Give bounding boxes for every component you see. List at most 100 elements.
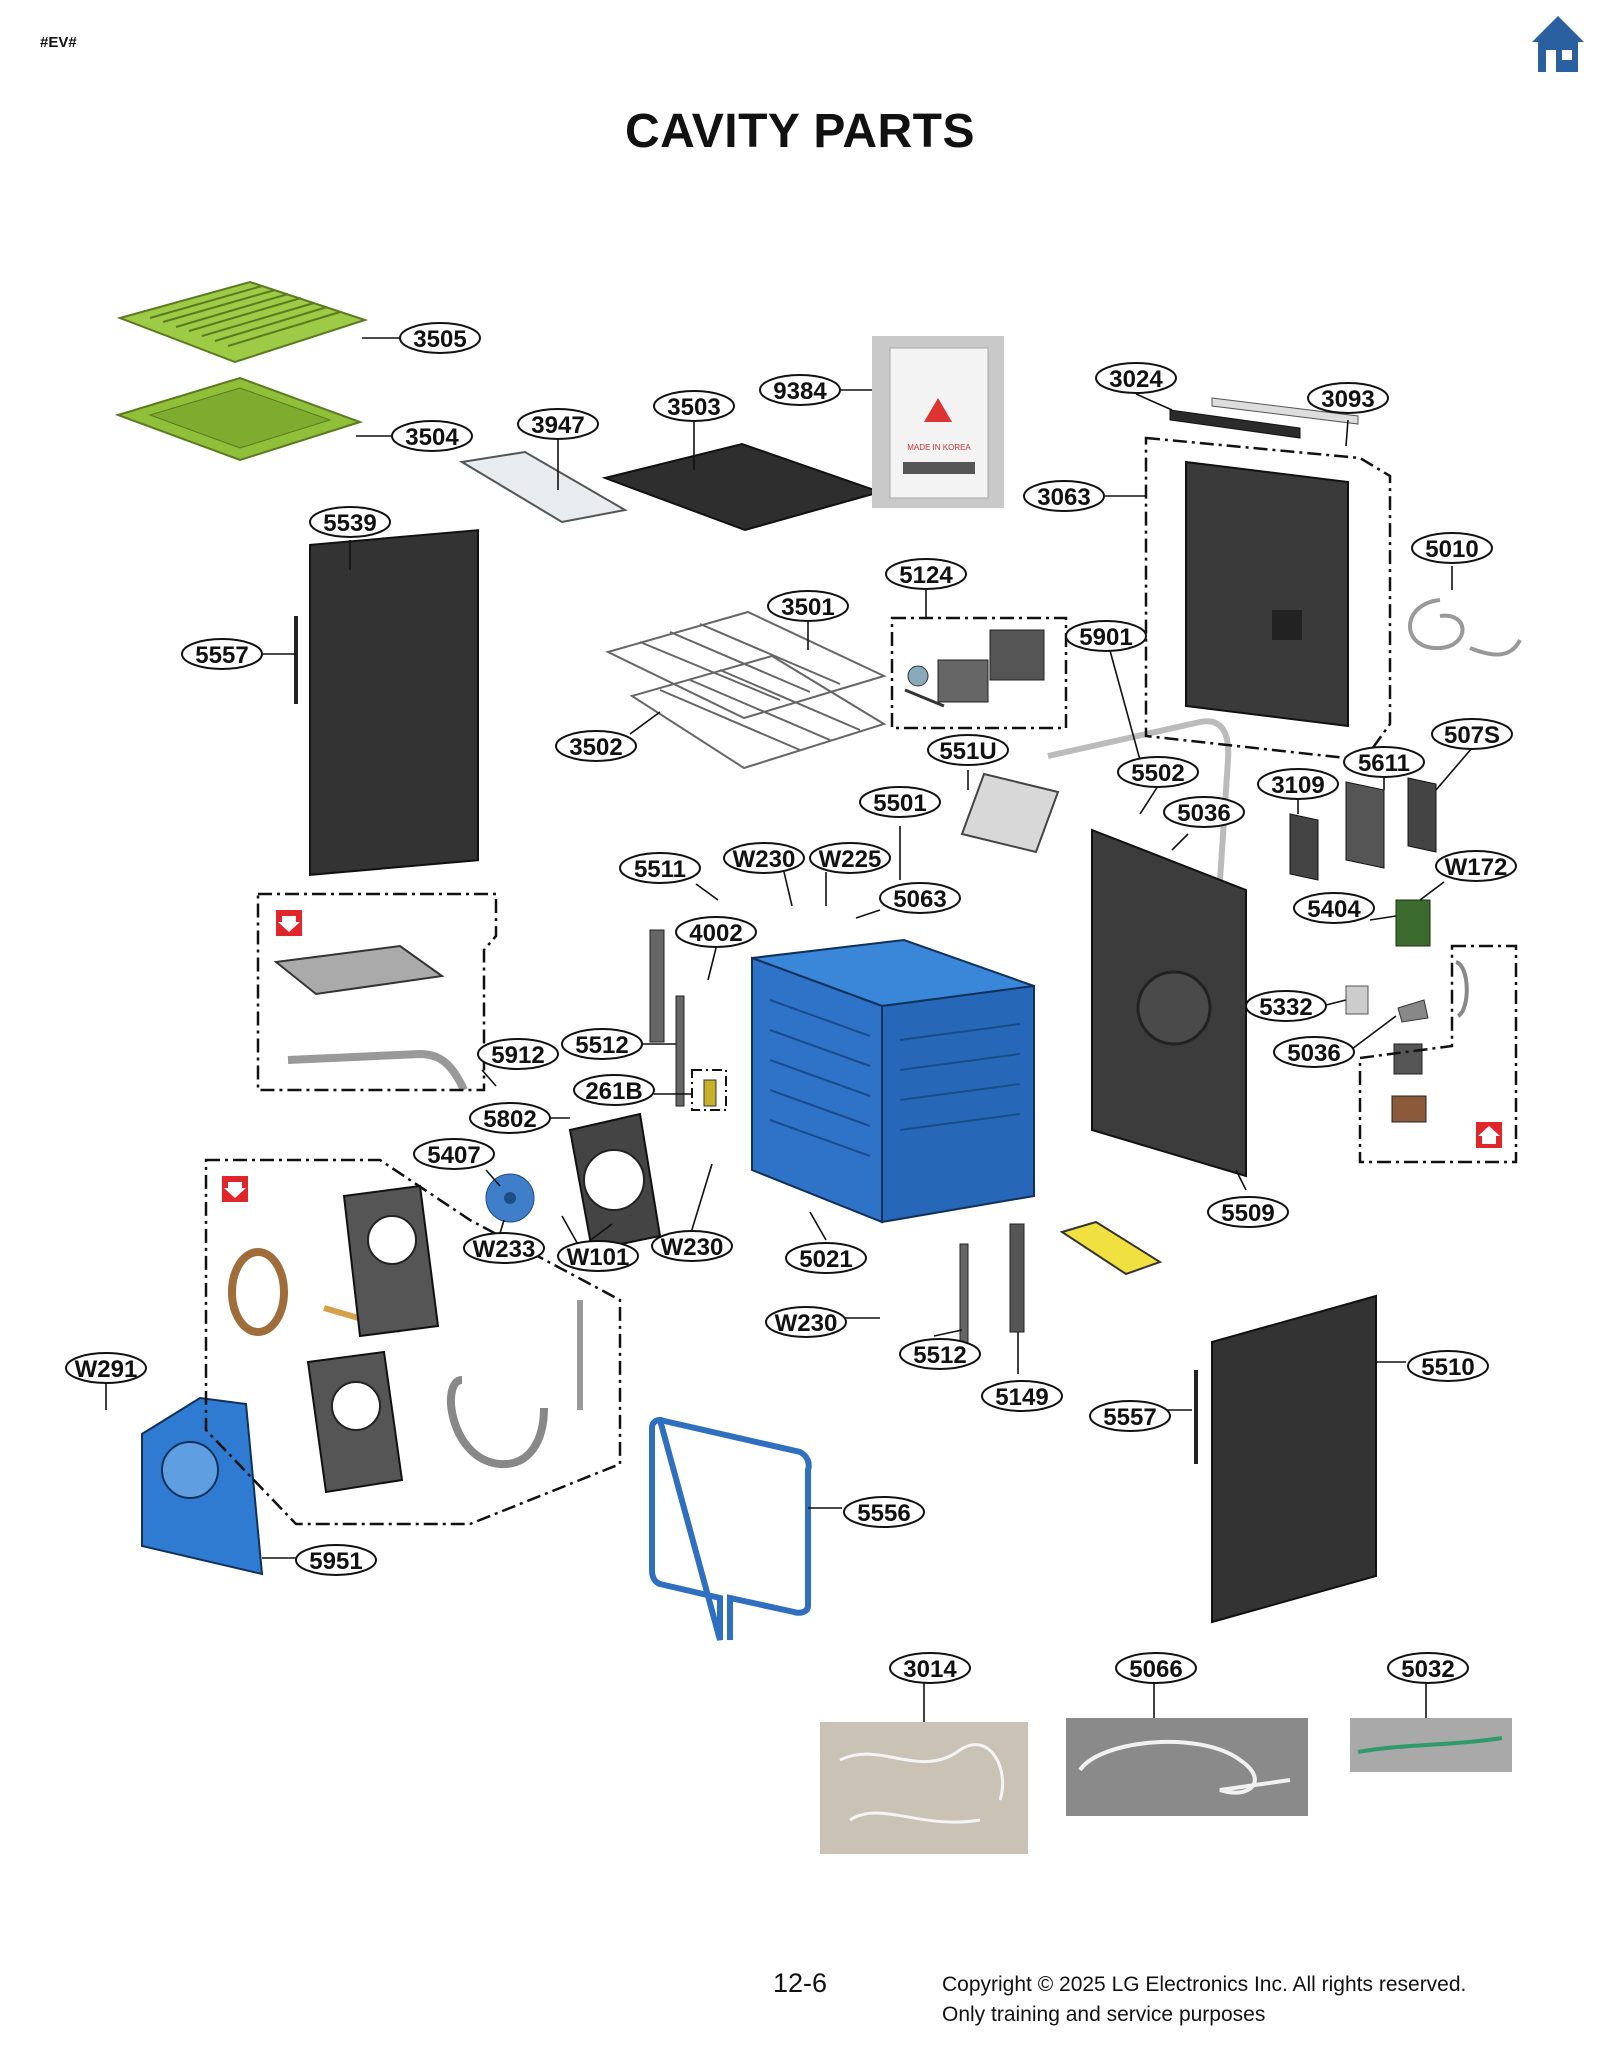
svg-text:5021: 5021: [799, 1246, 852, 1273]
arrow-up-icon: [1476, 1122, 1502, 1148]
oven-rack-parts: [605, 610, 887, 770]
svg-text:3063: 3063: [1037, 484, 1090, 511]
heater-cover-upper-part: [342, 1184, 440, 1338]
callout-5512-upper: 5512: [561, 1028, 643, 1060]
callout-3063: 3063: [1023, 480, 1105, 512]
callout-5951: 5951: [295, 1544, 377, 1576]
svg-text:W225: W225: [819, 846, 882, 873]
svg-text:5557: 5557: [1103, 1404, 1156, 1431]
svg-text:3502: 3502: [569, 734, 622, 761]
copyright-notice: Copyright © 2025 LG Electronics Inc. All…: [942, 1970, 1466, 2030]
callout-W225: W225: [809, 842, 891, 874]
arrow-down-icon: [276, 910, 302, 936]
callout-3947: 3947: [517, 408, 599, 440]
side-bracket-part: [649, 929, 665, 1043]
callout-5149: 5149: [981, 1380, 1063, 1412]
igniter-part: [1391, 1095, 1427, 1123]
callout-5332: 5332: [1245, 990, 1327, 1022]
svg-text:3014: 3014: [903, 1656, 957, 1683]
svg-text:5066: 5066: [1129, 1656, 1182, 1683]
callout-5066: 5066: [1115, 1652, 1197, 1684]
callout-5010: 5010: [1411, 532, 1493, 564]
svg-text:W291: W291: [75, 1356, 138, 1383]
callout-5124: 5124: [885, 558, 967, 590]
svg-text:3109: 3109: [1271, 772, 1324, 799]
drip-tray-part: [459, 450, 628, 524]
power-cord-part: [1408, 598, 1522, 657]
callout-9384: 9384: [759, 374, 841, 406]
home-button[interactable]: [1530, 14, 1586, 76]
callout-W233: W233: [463, 1232, 545, 1264]
cover-plate-part: [1407, 777, 1437, 853]
svg-text:261B: 261B: [585, 1078, 642, 1105]
callout-5901: 5901: [1065, 620, 1147, 652]
callout-5407: 5407: [413, 1138, 495, 1170]
svg-text:3024: 3024: [1109, 366, 1163, 393]
svg-text:3947: 3947: [531, 412, 584, 439]
broil-pan-grid-part: [116, 280, 369, 364]
group-outlines: [204, 436, 1518, 1526]
callout-W101: W101: [557, 1240, 639, 1272]
callout-5063: 5063: [879, 882, 961, 914]
callout-W291: W291: [65, 1352, 147, 1384]
callout-5509: 5509: [1207, 1196, 1289, 1228]
callout-3502: 3502: [555, 730, 637, 762]
page-number: 12-6: [773, 1968, 828, 1998]
hinge-bracket-part: [1009, 1223, 1025, 1333]
fan-cover-part: [141, 1396, 264, 1576]
svg-text:5407: 5407: [427, 1142, 480, 1169]
svg-text:5036: 5036: [1287, 1040, 1340, 1067]
callout-5510: 5510: [1407, 1350, 1489, 1382]
svg-text:5539: 5539: [323, 510, 376, 537]
vent-tube-part: [1047, 718, 1232, 881]
svg-text:5556: 5556: [857, 1500, 910, 1527]
svg-text:W230: W230: [733, 846, 796, 873]
callout-5036-bottom: 5036: [1273, 1036, 1355, 1068]
callout-5512-lower: 5512: [899, 1338, 981, 1370]
svg-text:3501: 3501: [781, 594, 834, 621]
callout-5021: 5021: [785, 1242, 867, 1274]
door-outer-panel-part: [1211, 1294, 1377, 1624]
svg-text:3503: 3503: [667, 394, 720, 421]
callout-3505: 3505: [399, 322, 481, 354]
svg-text:4002: 4002: [689, 920, 742, 947]
rear-cover-strip-part: [1211, 397, 1359, 425]
callout-5912: 5912: [477, 1038, 559, 1070]
callout-W230-mid: W230: [651, 1230, 733, 1262]
svg-text:5404: 5404: [1307, 896, 1361, 923]
svg-text:W172: W172: [1445, 854, 1508, 881]
svg-text:5124: 5124: [899, 562, 953, 589]
callout-5611: 5611: [1343, 746, 1425, 778]
light-cover-part: [703, 1079, 717, 1107]
svg-text:5010: 5010: [1425, 536, 1478, 563]
rear-cover-panel-part: [1185, 460, 1349, 728]
oven-cavity-part: [751, 938, 1035, 1224]
callout-3504: 3504: [391, 420, 473, 452]
insulation-part: [1059, 1220, 1163, 1276]
callout-261B: 261B: [573, 1074, 655, 1106]
convection-motor-part: [904, 629, 1045, 708]
switch-part: [1395, 899, 1431, 947]
svg-text:9384: 9384: [773, 378, 827, 405]
callout-5036-top: 5036: [1163, 796, 1245, 828]
ground-wire-photo: [1350, 1718, 1512, 1772]
convection-fan-part: [485, 1173, 535, 1223]
callout-5501: 5501: [859, 786, 941, 818]
callout-5502: 5502: [1117, 756, 1199, 788]
svg-text:5901: 5901: [1079, 624, 1132, 651]
svg-text:W233: W233: [473, 1236, 536, 1263]
gasket-part: [228, 1248, 288, 1336]
svg-text:5063: 5063: [893, 886, 946, 913]
wire-harness-photo: [820, 1722, 1028, 1854]
svg-text:3505: 3505: [413, 326, 466, 353]
sensor-part: [1345, 985, 1369, 1015]
burner-tube-part: [287, 1049, 468, 1092]
svg-text:5512: 5512: [913, 1342, 966, 1369]
svg-text:W230: W230: [775, 1310, 838, 1337]
svg-text:5511: 5511: [634, 856, 686, 883]
svg-text:5951: 5951: [309, 1548, 362, 1575]
callout-551U: 551U: [927, 734, 1009, 766]
svg-text:5501: 5501: [873, 790, 926, 817]
bracket-part: [1397, 999, 1429, 1023]
